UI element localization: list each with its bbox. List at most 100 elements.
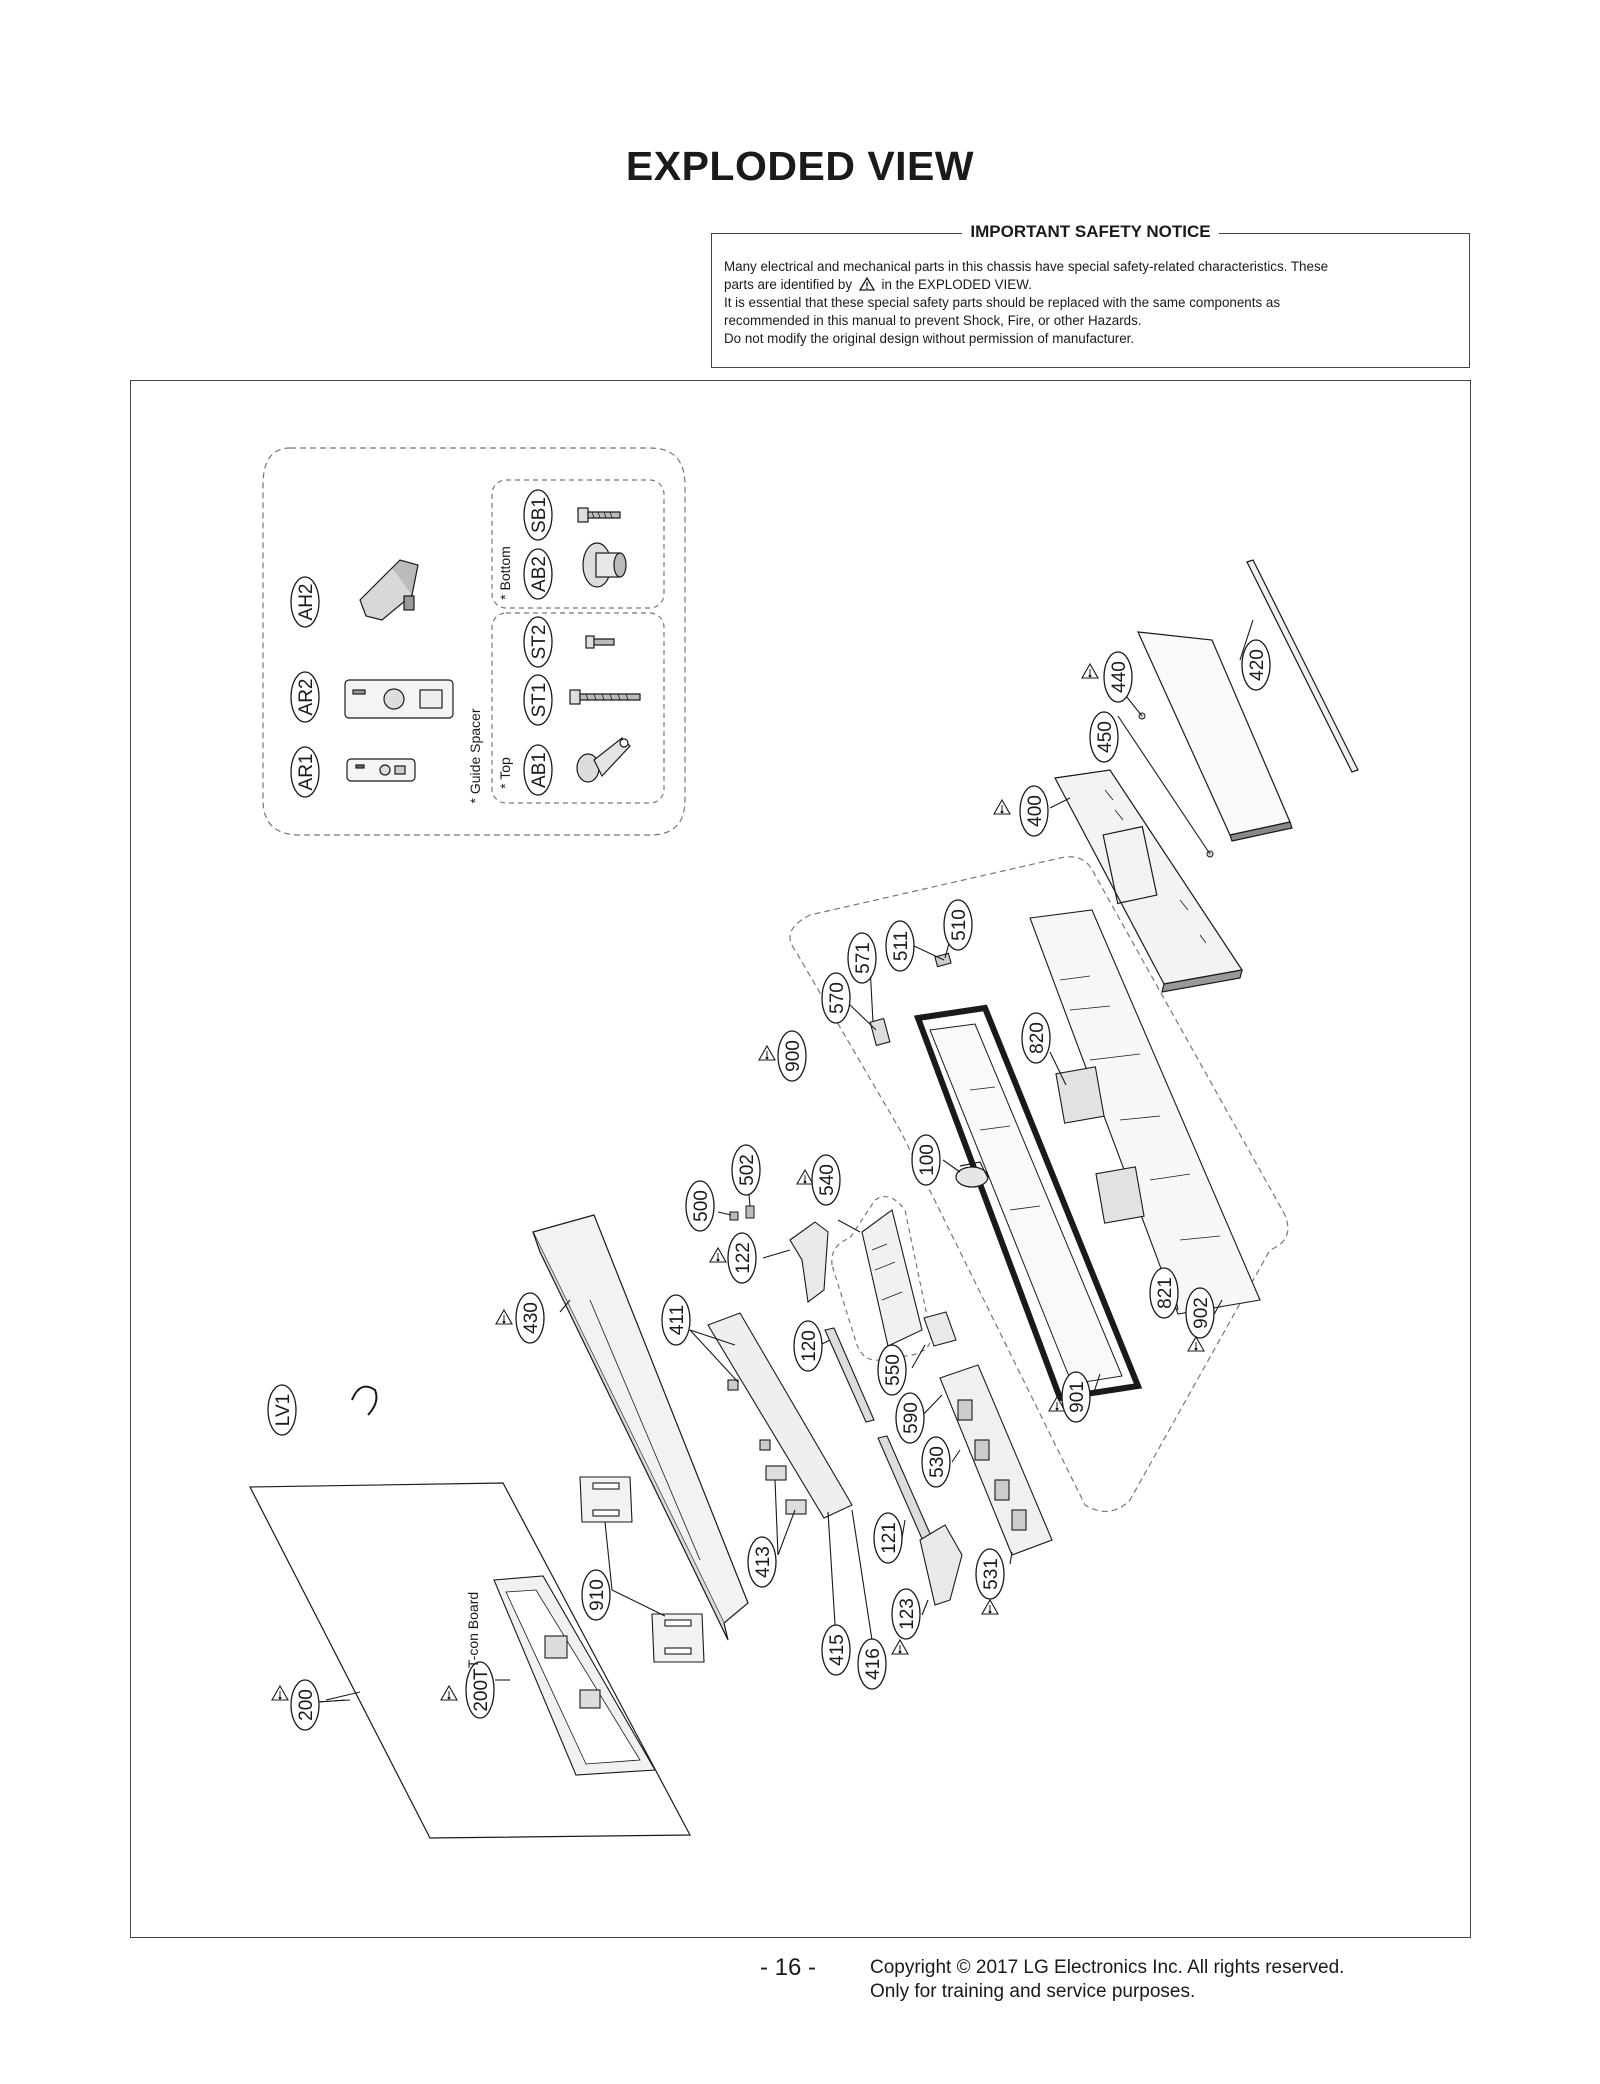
vertical-labels: * Guide Spacer * Bottom * Top T-con Boar… xyxy=(465,546,513,1668)
callout-511: 511 xyxy=(885,920,915,972)
part-123-bracket-shape xyxy=(919,1524,963,1606)
callout-411: 411 xyxy=(661,1294,691,1346)
callout-200t: 200T xyxy=(465,1661,495,1719)
part-200t-tcon-frame-shape xyxy=(493,1575,656,1776)
notice-line-2-pre: parts are identified by xyxy=(724,277,853,292)
callout-121: 121 xyxy=(873,1512,903,1564)
callout-550-label: 550 xyxy=(883,1354,904,1386)
callout-430: 430 xyxy=(515,1292,545,1344)
callout-531: 531 xyxy=(975,1548,1005,1600)
callout-200: 200 xyxy=(290,1679,320,1731)
part-530-power-board-shape xyxy=(939,1364,1053,1556)
ab1-spacer-shape xyxy=(576,737,631,783)
callout-821-label: 821 xyxy=(1155,1277,1176,1309)
callout-st1-label: ST1 xyxy=(529,683,550,718)
callout-lv1: LV1 xyxy=(267,1384,297,1436)
callout-510: 510 xyxy=(943,899,973,951)
warning-triangle-icon xyxy=(271,1685,289,1701)
callout-910: 910 xyxy=(581,1569,611,1621)
callout-571: 571 xyxy=(847,932,877,984)
callout-500-label: 500 xyxy=(691,1190,712,1222)
callout-416-label: 416 xyxy=(863,1648,884,1680)
part-120-strip-shape xyxy=(824,1327,875,1423)
callout-420: 420 xyxy=(1241,639,1271,691)
notice-line-1: Many electrical and mechanical parts in … xyxy=(724,259,1329,274)
callout-413: 413 xyxy=(747,1536,777,1588)
st2-screw-shape xyxy=(585,635,615,649)
callout-sb1-label: SB1 xyxy=(529,497,550,533)
safety-notice-box: IMPORTANT SAFETY NOTICE Many electrical … xyxy=(711,222,1470,368)
page-number: - 16 - xyxy=(760,1954,817,1981)
ah2-wall-mount-shape xyxy=(359,559,419,621)
callout-450-label: 450 xyxy=(1095,721,1116,753)
callout-lv1-label: LV1 xyxy=(273,1394,294,1426)
notice-line-3: It is essential that these special safet… xyxy=(724,295,1281,310)
callout-411-label: 411 xyxy=(667,1305,688,1335)
callout-440: 440 xyxy=(1103,651,1133,703)
part-lv1-cable-shape xyxy=(351,1385,378,1416)
callout-570: 570 xyxy=(821,972,851,1024)
notice-line-4: recommended in this manual to prevent Sh… xyxy=(724,313,1142,328)
callout-415: 415 xyxy=(821,1624,851,1676)
part-570-connector-shape xyxy=(869,1017,891,1047)
callout-ab1-label: AB1 xyxy=(529,752,550,788)
callout-200t-label: 200T xyxy=(471,1668,492,1712)
callout-450: 450 xyxy=(1089,711,1119,763)
callout-ab2-label: AB2 xyxy=(529,556,550,592)
ar1-remote-shape xyxy=(346,758,416,782)
callout-ab2: AB2 xyxy=(523,548,553,600)
part-901-frame-shape xyxy=(913,1004,1143,1402)
callout-550: 550 xyxy=(877,1344,907,1396)
guide-spacer-label: * Guide Spacer xyxy=(467,708,483,803)
callout-900-label: 900 xyxy=(783,1040,804,1072)
callout-500: 500 xyxy=(685,1180,715,1232)
warning-triangle-icon xyxy=(758,1045,776,1061)
callout-820: 820 xyxy=(1021,1012,1051,1064)
diagram-frame xyxy=(130,380,1471,1938)
notice-line-2: parts are identified by in the EXPLODED … xyxy=(724,276,1457,294)
page-title: EXPLODED VIEW xyxy=(625,143,975,189)
callout-st2: ST2 xyxy=(523,616,553,668)
st1-screw-shape xyxy=(569,689,641,705)
callout-530: 530 xyxy=(921,1436,951,1488)
warning-triangle-icon xyxy=(858,277,875,291)
callout-511-label: 511 xyxy=(891,931,912,961)
warning-triangle-icon xyxy=(993,799,1011,815)
callout-120: 120 xyxy=(793,1320,823,1372)
part-413-bracket-shape xyxy=(765,1465,807,1515)
callout-540: 540 xyxy=(811,1154,841,1206)
part-502-clip-shape xyxy=(745,1205,755,1219)
callout-502: 502 xyxy=(731,1144,761,1196)
callout-590: 590 xyxy=(895,1392,925,1444)
part-400-back-cover-shape xyxy=(1054,769,1244,993)
callout-530-label: 530 xyxy=(927,1446,948,1478)
callout-901: 901 xyxy=(1061,1371,1091,1423)
footer-copyright: Copyright © 2017 LG Electronics Inc. All… xyxy=(870,1956,1344,2004)
callout-531-label: 531 xyxy=(981,1558,1002,1590)
part-440-cover-shape xyxy=(1137,631,1293,842)
callout-910-label: 910 xyxy=(587,1579,608,1611)
safety-notice-heading: IMPORTANT SAFETY NOTICE xyxy=(962,222,1219,241)
part-910-bracket-shape xyxy=(579,1476,705,1663)
notice-line-2-post: in the EXPLODED VIEW. xyxy=(881,277,1032,292)
part-100-speaker-shape xyxy=(955,1161,989,1188)
part-820-main-board-shape xyxy=(1029,909,1261,1315)
part-122-bracket-shape xyxy=(789,1221,829,1303)
callout-st2-label: ST2 xyxy=(529,625,550,660)
part-540-board-shape xyxy=(861,1209,923,1347)
bottom-label: * Bottom xyxy=(497,546,513,600)
callout-571-label: 571 xyxy=(853,942,874,974)
part-500-clip-shape xyxy=(729,1211,739,1221)
part-900-group-outline xyxy=(789,856,1289,1512)
warning-triangle-icon xyxy=(891,1639,909,1655)
top-label: * Top xyxy=(497,757,513,789)
callout-200-label: 200 xyxy=(296,1689,317,1721)
warning-triangle-icon xyxy=(709,1247,727,1263)
callout-sb1: SB1 xyxy=(523,489,553,541)
bottom-spacer-outline xyxy=(491,479,665,609)
part-416-rail-shape xyxy=(707,1312,853,1519)
part-550-board-shape xyxy=(923,1311,957,1347)
top-spacer-outline xyxy=(491,612,665,804)
copyright-line: Copyright © 2017 LG Electronics Inc. All… xyxy=(870,1957,1345,1978)
callout-430-label: 430 xyxy=(521,1302,542,1334)
